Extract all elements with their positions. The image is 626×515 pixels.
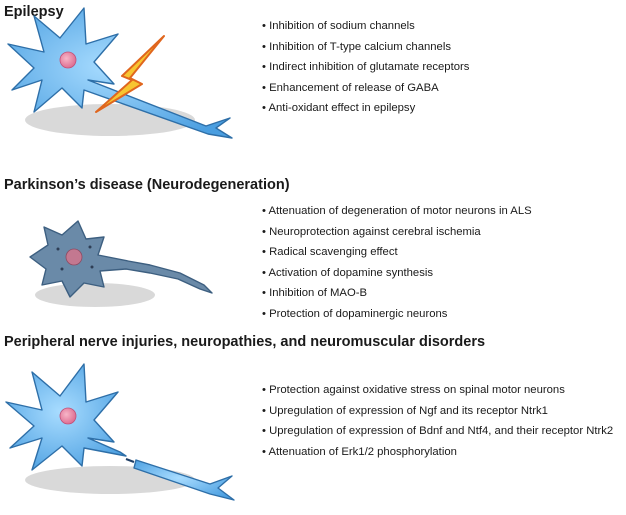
list-item: Inhibition of sodium channels <box>262 16 469 37</box>
neuron-shadow <box>35 283 155 307</box>
nucleus <box>65 248 83 266</box>
list-item: Anti-oxidant effect in epilepsy <box>262 98 469 119</box>
parkinsons-effects-list: Attenuation of degeneration of motor neu… <box>262 201 532 325</box>
list-item: Upregulation of expression of Ngf and it… <box>262 401 613 422</box>
injured-neuron-icon <box>5 363 235 501</box>
list-item: Enhancement of release of GABA <box>262 78 469 99</box>
list-item: Activation of dopamine synthesis <box>262 263 532 284</box>
list-item: Indirect inhibition of glutamate recepto… <box>262 57 469 78</box>
neuron-icon <box>7 7 233 139</box>
peripheral-effects-list: Protection against oxidative stress on s… <box>262 380 613 462</box>
nucleus <box>59 407 77 425</box>
list-item: Inhibition of MAO-B <box>262 283 532 304</box>
parkinsons-illustration <box>29 220 213 307</box>
list-item: Attenuation of Erk1/2 phosphorylation <box>262 442 613 463</box>
list-item: Upregulation of expression of Bdnf and N… <box>262 421 613 442</box>
degenerated-neuron-icon <box>29 220 213 298</box>
list-item: Protection against oxidative stress on s… <box>262 380 613 401</box>
list-item: Protection of dopaminergic neurons <box>262 304 532 325</box>
list-item: Inhibition of T-type calcium channels <box>262 37 469 58</box>
epilepsy-illustration <box>7 7 233 139</box>
section-title-peripheral: Peripheral nerve injuries, neuropathies,… <box>4 334 486 350</box>
list-item: Radical scavenging effect <box>262 242 532 263</box>
list-item: Attenuation of degeneration of motor neu… <box>262 201 531 222</box>
section-title-epilepsy: Epilepsy <box>4 4 64 20</box>
epilepsy-effects-list: Inhibition of sodium channels Inhibition… <box>262 16 469 119</box>
peripheral-illustration <box>5 363 235 501</box>
section-title-parkinsons: Parkinson’s disease (Neurodegeneration) <box>4 177 290 193</box>
list-item: Neuroprotection against cerebral ischemi… <box>262 222 532 243</box>
lightning-bolt-icon <box>95 35 165 113</box>
nucleus <box>59 51 77 69</box>
